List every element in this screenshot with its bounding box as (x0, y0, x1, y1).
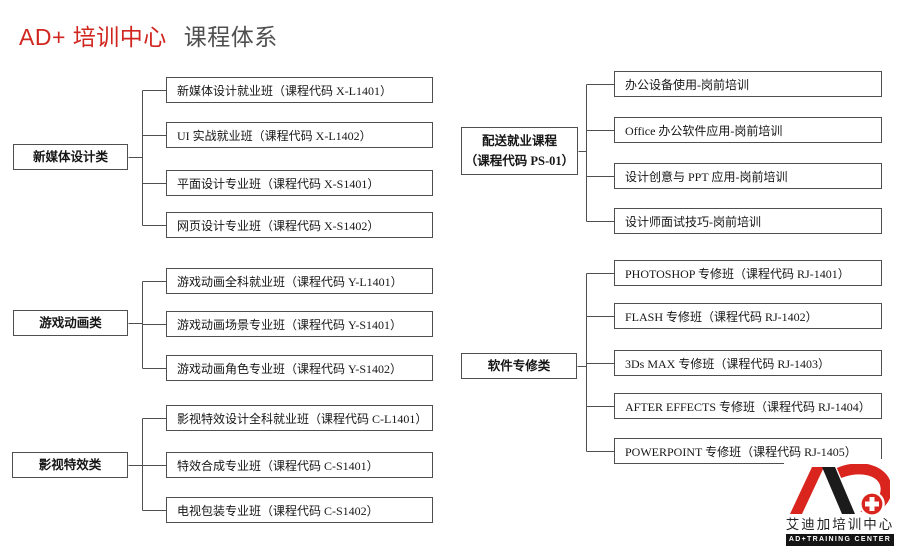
category-label: 游戏动画类 (39, 316, 102, 330)
category-label: 影视特效类 (38, 458, 102, 472)
logo-a-right-stroke (822, 467, 855, 514)
category-label: 新媒体设计类 (32, 150, 108, 164)
course-box: 平面设计专业班（课程代码 X-S1401） (166, 170, 433, 196)
course-box: PHOTOSHOP 专修班（课程代码 RJ-1401） (614, 260, 882, 286)
course-box: Office 办公软件应用-岗前培训 (614, 117, 882, 143)
course-box: 游戏动画全科就业班（课程代码 Y-L1401） (166, 268, 433, 294)
course-box: 游戏动画场景专业班（课程代码 Y-S1401） (166, 311, 433, 337)
category-label: 软件专修类 (487, 359, 551, 373)
course-box: 影视特效设计全科就业班（课程代码 C-L1401） (166, 405, 433, 431)
brand-name: AD+ 培训中心 (19, 24, 167, 50)
logo-plus-horizontal (865, 501, 879, 507)
course-box: 特效合成专业班（课程代码 C-S1401） (166, 452, 433, 478)
logo-english-name: AD+TRAINING CENTER (786, 534, 894, 546)
category-box-game-animation: 游戏动画类 (13, 310, 128, 336)
page-subtitle: 课程体系 (183, 24, 278, 50)
category-box-new-media-design: 新媒体设计类 (13, 144, 128, 170)
course-box: AFTER EFFECTS 专修班（课程代码 RJ-1404） (614, 393, 882, 419)
course-box: 游戏动画角色专业班（课程代码 Y-S1402） (166, 355, 433, 381)
page-title: AD+ 培训中心课程体系 (19, 18, 278, 52)
course-box: 网页设计专业班（课程代码 X-S1402） (166, 212, 433, 238)
category-label: 配送就业课程 (481, 134, 557, 148)
logo-a-left-stroke (790, 467, 824, 514)
course-box: UI 实战就业班（课程代码 X-L1402） (166, 122, 433, 148)
category-box-bundled-employment: 配送就业课程 （课程代码 PS-01） (461, 127, 578, 175)
course-box: 办公设备使用-岗前培训 (614, 71, 882, 97)
category-box-software-specialized: 软件专修类 (461, 353, 577, 379)
course-box: 设计师面试技巧-岗前培训 (614, 208, 882, 234)
logo-chinese-name: 艾迪加培训中心 (785, 517, 895, 532)
category-box-film-vfx: 影视特效类 (12, 452, 128, 478)
adplus-logo-mark-icon (790, 464, 890, 517)
course-box: FLASH 专修班（课程代码 RJ-1402） (614, 303, 882, 329)
course-box: 电视包装专业班（课程代码 C-S1402） (166, 497, 433, 523)
course-box: 3Ds MAX 专修班（课程代码 RJ-1403） (614, 350, 882, 376)
course-box: 新媒体设计就业班（课程代码 X-L1401） (166, 77, 433, 103)
adplus-logo: 艾迪加培训中心 AD+TRAINING CENTER (784, 459, 896, 555)
category-label: （课程代码 PS-01） (464, 154, 575, 168)
course-box: 设计创意与 PPT 应用-岗前培训 (614, 163, 882, 189)
